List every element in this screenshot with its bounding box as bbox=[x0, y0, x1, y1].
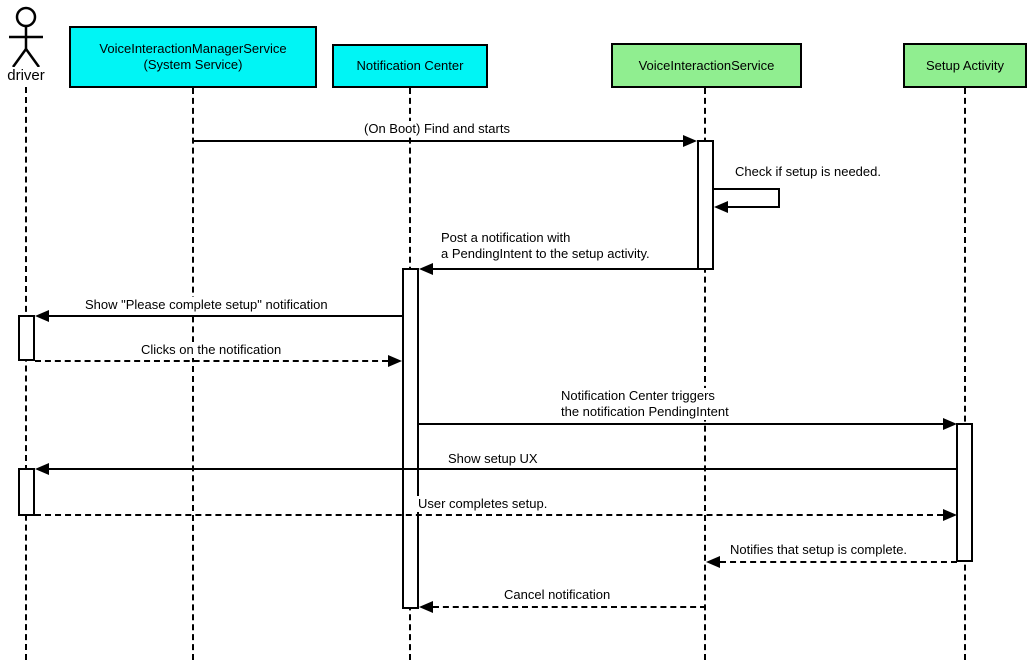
lifeline-voice-interaction-manager-service bbox=[192, 88, 194, 660]
arrowhead-icon bbox=[943, 418, 957, 430]
message-cancel-notification-line bbox=[433, 606, 706, 608]
arrowhead-icon bbox=[714, 201, 728, 213]
message-post-notification-line bbox=[433, 268, 697, 270]
arrowhead-icon bbox=[419, 263, 433, 275]
lifeline-driver bbox=[25, 87, 27, 660]
message-show-setup-ux-label: Show setup UX bbox=[447, 451, 539, 467]
participant-notification-center: Notification Center bbox=[332, 44, 488, 88]
participant-voice-interaction-manager-service: VoiceInteractionManagerService (System S… bbox=[69, 26, 317, 88]
message-triggers-pendingintent-label: Notification Center triggers the notific… bbox=[560, 388, 730, 420]
activation-setup-activity bbox=[956, 423, 973, 562]
arrowhead-icon bbox=[388, 355, 402, 367]
actor-driver-icon bbox=[9, 6, 43, 68]
lifeline-setup-activity bbox=[964, 88, 966, 660]
message-post-notification-label: Post a notification with a PendingIntent… bbox=[440, 230, 651, 262]
activation-driver-2 bbox=[18, 468, 35, 516]
message-clicks-notification-label: Clicks on the notification bbox=[140, 342, 283, 358]
participant-voice-interaction-service: VoiceInteractionService bbox=[611, 43, 802, 88]
lifeline-voice-interaction-service bbox=[704, 88, 706, 660]
message-setup-complete-line bbox=[720, 561, 957, 563]
message-check-setup-line-bottom bbox=[728, 206, 780, 208]
activation-voice-interaction-service bbox=[697, 140, 714, 270]
message-show-setup-notification-line bbox=[49, 315, 403, 317]
arrowhead-icon bbox=[683, 135, 697, 147]
message-check-setup-label: Check if setup is needed. bbox=[734, 164, 882, 180]
arrowhead-icon bbox=[943, 509, 957, 521]
message-clicks-notification-line bbox=[35, 360, 388, 362]
message-check-setup-line-vertical bbox=[778, 188, 780, 208]
message-check-setup-line-top bbox=[714, 188, 780, 190]
message-user-completes-setup-line bbox=[35, 514, 943, 516]
message-on-boot-find-label: (On Boot) Find and starts bbox=[363, 121, 511, 137]
activation-notification-center bbox=[402, 268, 419, 609]
message-on-boot-find-line bbox=[193, 140, 683, 142]
arrowhead-icon bbox=[35, 463, 49, 475]
message-show-setup-ux-line bbox=[49, 468, 957, 470]
message-cancel-notification-label: Cancel notification bbox=[503, 587, 612, 603]
message-triggers-pendingintent-line bbox=[419, 423, 943, 425]
arrowhead-icon bbox=[35, 310, 49, 322]
message-setup-complete-label: Notifies that setup is complete. bbox=[729, 542, 909, 558]
actor-driver-label: driver bbox=[0, 67, 52, 84]
participant-setup-activity: Setup Activity bbox=[903, 43, 1027, 88]
message-user-completes-setup-label: User completes setup. bbox=[417, 496, 549, 512]
message-show-setup-notification-label: Show "Please complete setup" notificatio… bbox=[84, 297, 329, 313]
activation-driver-1 bbox=[18, 315, 35, 361]
arrowhead-icon bbox=[419, 601, 433, 613]
arrowhead-icon bbox=[706, 556, 720, 568]
